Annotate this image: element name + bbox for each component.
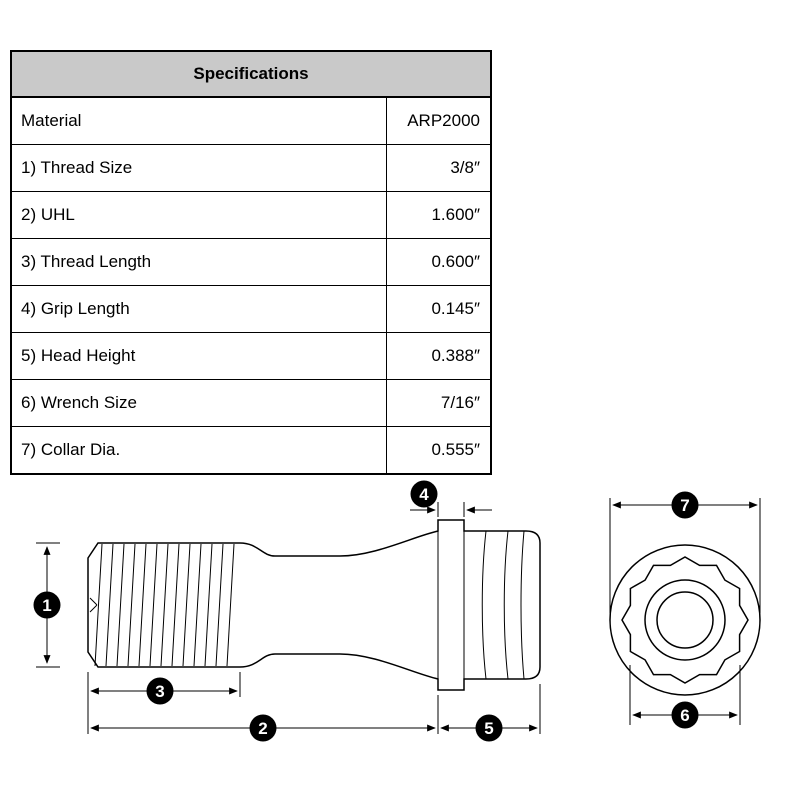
row-value: 1.600″ bbox=[431, 205, 480, 224]
row-value: 0.600″ bbox=[431, 252, 480, 271]
callout-6-number: 6 bbox=[680, 706, 689, 725]
table-row-wrench-size: 6) Wrench Size 7/16″ bbox=[12, 379, 490, 426]
bolt-body-outline bbox=[87, 519, 541, 691]
bolt-tip-mark bbox=[89, 597, 98, 613]
row-label: 7) Collar Dia. bbox=[12, 427, 387, 473]
table-row-head-height: 5) Head Height 0.388″ bbox=[12, 332, 490, 379]
row-label: 2) UHL bbox=[12, 192, 387, 238]
callout-2-number: 2 bbox=[258, 719, 267, 738]
dimension-wrench-size: 6 bbox=[629, 665, 741, 729]
callout-4: 4 bbox=[410, 480, 438, 508]
callout-2: 2 bbox=[249, 714, 277, 742]
table-row-thread-size: 1) Thread Size 3/8″ bbox=[12, 144, 490, 191]
row-label: 5) Head Height bbox=[12, 333, 387, 379]
row-value: 7/16″ bbox=[440, 393, 480, 412]
callout-7: 7 bbox=[671, 491, 699, 519]
head-flute-lines bbox=[481, 530, 525, 680]
callout-6: 6 bbox=[671, 701, 699, 729]
collar-circle bbox=[609, 544, 761, 696]
row-value: 0.388″ bbox=[431, 346, 480, 365]
row-value: 0.145″ bbox=[431, 299, 480, 318]
row-label: 4) Grip Length bbox=[12, 286, 387, 332]
twelve-point-star bbox=[621, 556, 749, 684]
bolt-side-view bbox=[87, 519, 541, 691]
thread-section bbox=[94, 543, 235, 667]
dimension-collar-dia: 7 bbox=[609, 491, 761, 613]
dimension-grip-length: 4 bbox=[410, 480, 492, 517]
table-row-thread-length: 3) Thread Length 0.600″ bbox=[12, 238, 490, 285]
callout-1-number: 1 bbox=[42, 596, 51, 615]
row-label: 1) Thread Size bbox=[12, 145, 387, 191]
head-center-circle bbox=[656, 591, 714, 649]
bolt-end-view bbox=[609, 544, 761, 696]
callout-3: 3 bbox=[146, 677, 174, 705]
bolt-technical-drawing: 1 3 2 5 bbox=[33, 480, 761, 742]
callout-7-number: 7 bbox=[680, 496, 689, 515]
table-row-grip-length: 4) Grip Length 0.145″ bbox=[12, 285, 490, 332]
callout-3-number: 3 bbox=[155, 682, 164, 701]
row-label: Material bbox=[12, 98, 387, 144]
dimension-head-height: 5 bbox=[440, 684, 541, 742]
dimension-thread-length: 3 bbox=[87, 672, 241, 734]
callout-5-number: 5 bbox=[484, 719, 493, 738]
table-row-collar-dia: 7) Collar Dia. 0.555″ bbox=[12, 426, 490, 473]
callout-4-number: 4 bbox=[419, 485, 429, 504]
collar-face-lines bbox=[437, 531, 465, 679]
dimension-uhl: 2 bbox=[90, 695, 439, 742]
table-title: Specifications bbox=[12, 52, 490, 97]
row-value: 3/8″ bbox=[450, 158, 480, 177]
table-row-material: Material ARP2000 bbox=[12, 97, 490, 144]
row-value: 0.555″ bbox=[431, 440, 480, 459]
dimension-thread-size: 1 bbox=[33, 542, 61, 668]
head-chamfer-circle bbox=[644, 579, 726, 661]
specifications-table: Specifications Material ARP2000 1) Threa… bbox=[10, 50, 492, 475]
callout-1: 1 bbox=[33, 591, 61, 619]
row-label: 3) Thread Length bbox=[12, 239, 387, 285]
row-value: ARP2000 bbox=[407, 111, 480, 130]
callout-5: 5 bbox=[475, 714, 503, 742]
row-label: 6) Wrench Size bbox=[12, 380, 387, 426]
table-row-uhl: 2) UHL 1.600″ bbox=[12, 191, 490, 238]
